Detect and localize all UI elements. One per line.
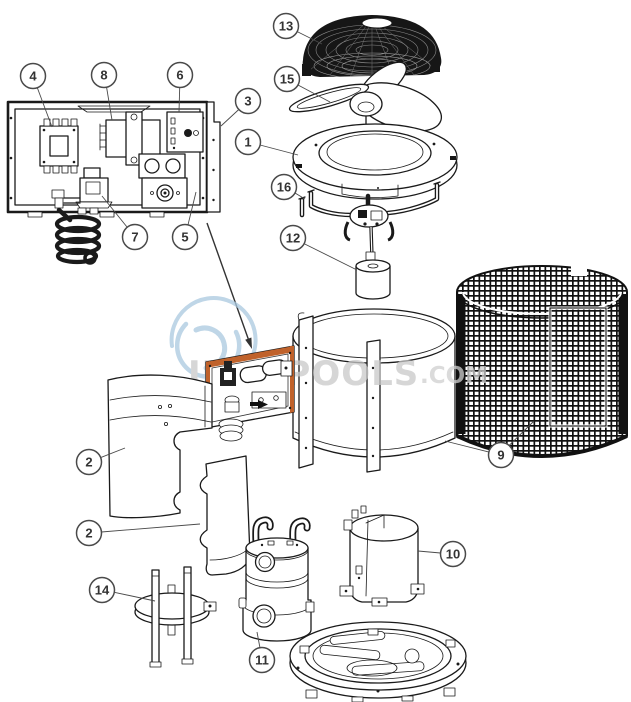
watermark-suffix: .COM [420, 363, 488, 389]
callout-2-upper: 2 [75, 447, 126, 476]
callout-label: 2 [85, 455, 92, 470]
spring-coil-drawing [54, 207, 102, 265]
callout-label: 11 [255, 653, 269, 668]
evaporator-coil-drawing [456, 264, 628, 458]
callout-10: 10 [417, 540, 467, 568]
callout-6: 6 [166, 61, 194, 113]
callout-label: 2 [85, 526, 92, 541]
callout-label: 4 [29, 69, 37, 84]
side-panel-small-drawing [199, 455, 251, 576]
callout-4: 4 [19, 62, 53, 128]
callout-5: 5 [171, 191, 199, 251]
valve-drawing [51, 167, 113, 215]
callout-8: 8 [90, 61, 118, 121]
bracket-drawing [134, 566, 217, 668]
callout-16: 16 [270, 173, 306, 201]
callout-2-lower: 2 [75, 519, 201, 547]
callout-label: 8 [100, 68, 107, 83]
fan-blade-drawing [288, 61, 442, 132]
pressure-switch-drawing [141, 177, 188, 209]
callout-label: 3 [244, 94, 251, 109]
callout-label: 9 [497, 448, 504, 463]
pointer-arrow [206, 222, 252, 349]
callout-label: 13 [279, 19, 293, 34]
thermostat-plate-drawing [138, 153, 186, 179]
cylinder-body-drawing [292, 308, 456, 473]
fan-grille-drawing [302, 15, 442, 77]
callout-label: 6 [176, 68, 183, 83]
contactor-drawing [39, 118, 79, 174]
water-tank-drawing [238, 516, 312, 642]
callout-11: 11 [248, 631, 276, 674]
callout-15: 15 [273, 65, 331, 103]
callout-label: 12 [286, 231, 300, 246]
callout-label: 7 [131, 230, 138, 245]
callout-label: 10 [446, 547, 460, 562]
side-panel-large-drawing [107, 374, 213, 519]
callout-7: 7 [101, 195, 149, 251]
control-board-drawing [166, 111, 204, 153]
compressor-drawing [339, 505, 425, 607]
transformer-drawing [99, 111, 161, 166]
callout-label: 14 [95, 583, 110, 598]
capacitor-drawing [355, 251, 391, 300]
callout-label: 5 [181, 230, 188, 245]
base-pan-drawing [289, 601, 467, 702]
callout-label: 1 [244, 135, 251, 150]
callout-label: 15 [280, 72, 294, 87]
callout-3: 3 [220, 87, 262, 127]
control-box-drawing [6, 100, 252, 349]
callout-1: 1 [234, 128, 299, 156]
callout-13: 13 [272, 12, 323, 45]
callout-14: 14 [88, 576, 156, 604]
fan-ring-drawing [292, 123, 458, 200]
callout-label: 16 [277, 180, 291, 195]
callout-12: 12 [279, 224, 358, 271]
callout-9: 9 [444, 420, 535, 469]
mounting-plate-drawing [205, 345, 295, 442]
